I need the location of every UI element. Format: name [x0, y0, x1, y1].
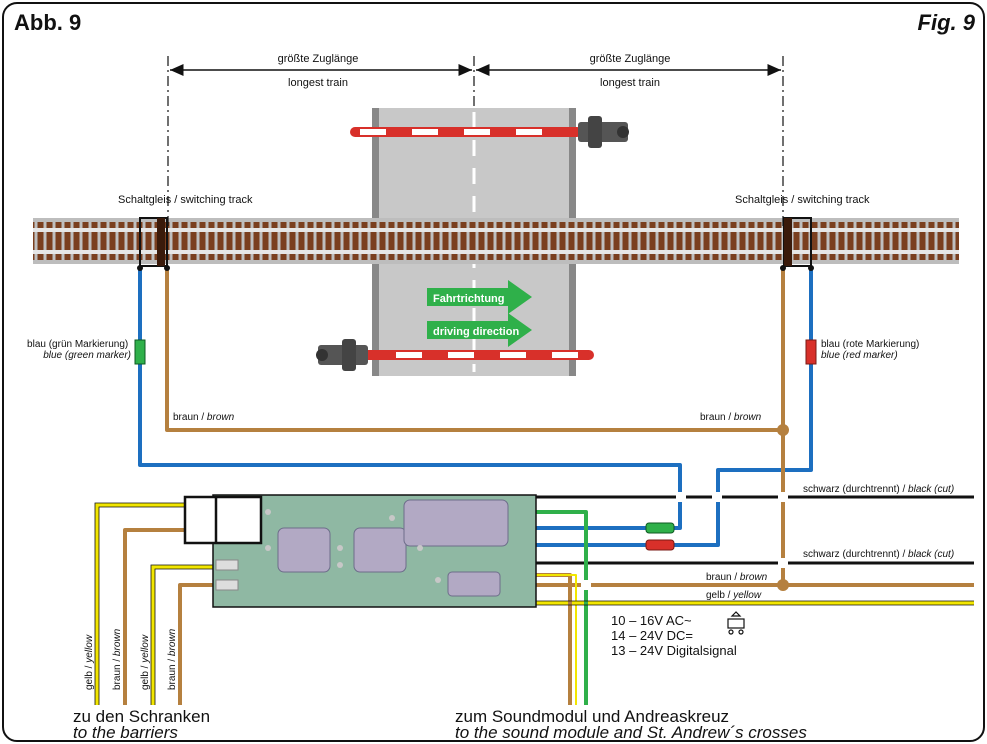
green-marker	[134, 339, 146, 365]
switching-track-left-segment	[157, 218, 165, 266]
vlabel-yellow-2: gelb / yellow	[140, 634, 151, 690]
track-contact-right-brown	[780, 265, 786, 271]
switching-track-left-marker	[139, 217, 168, 267]
power-ac: 10 – 16V AC~	[611, 613, 692, 628]
switching-track-right-label: Schaltgleis / switching track	[735, 194, 870, 206]
wire-brown-barrier-2	[178, 583, 215, 705]
power-digital: 13 – 24V Digitalsignal	[611, 643, 737, 658]
direction-arrow-de	[427, 280, 532, 314]
connector-red	[645, 539, 675, 551]
label-blue-left: blau (grün Markierung) blue (green marke…	[27, 339, 131, 361]
train-length-right-en: longest train	[600, 77, 660, 89]
direction-label-en: driving direction	[433, 326, 519, 338]
wire-brown-left	[165, 268, 783, 432]
wire-yellow-barrier-1	[95, 503, 210, 705]
vlabel-brown-1: braun / brown	[112, 628, 123, 690]
label-brown-left: braun / brown	[173, 412, 235, 423]
red-marker	[805, 339, 817, 365]
label-blue-right: blau (rote Markierung) blue (red marker)	[821, 339, 922, 361]
vertical-wire-labels: gelb / yellow braun / brown gelb / yello…	[84, 628, 178, 690]
label-brown-right: braun / brown	[700, 412, 762, 423]
label-brown-bottom: braun / brown	[706, 572, 768, 583]
wire-blue-right	[650, 268, 813, 547]
track-contact-left-brown	[164, 265, 170, 271]
vlabel-yellow-1: gelb / yellow	[84, 634, 95, 690]
label-black-bottom: schwarz (durchtrennt) / black (cut)	[803, 549, 954, 560]
train-length-right-de: größte Zuglänge	[590, 53, 671, 65]
wire-yellow-barrier-2	[151, 565, 215, 705]
label-black-top: schwarz (durchtrennt) / black (cut)	[803, 484, 954, 495]
junction-brown-bottom	[777, 579, 789, 591]
barriers-en: to the barriers	[73, 723, 178, 742]
train-length-left-en: longest train	[288, 77, 348, 89]
junction-brown-top	[777, 424, 789, 436]
wire-green-sound	[536, 510, 588, 705]
power-dc: 14 – 24V DC=	[611, 628, 693, 643]
title-right: Fig. 9	[918, 10, 976, 35]
direction-arrow-en	[427, 313, 532, 347]
switching-track-left-label: Schaltgleis / switching track	[118, 194, 253, 206]
track-contact-left-blue	[137, 265, 143, 271]
track	[33, 218, 959, 264]
train-length-left-de: größte Zuglänge	[278, 53, 359, 65]
connector-green	[645, 522, 675, 534]
transformer-icon	[727, 611, 745, 635]
barriers-de: zu den Schranken	[73, 707, 210, 726]
wire-brown-barrier-1	[123, 528, 210, 705]
barrier-top	[350, 116, 629, 148]
label-yellow-bottom: gelb / yellow	[706, 590, 762, 601]
control-module	[183, 494, 537, 608]
yellow-wire-outlines	[94, 502, 974, 705]
sound-de: zum Soundmodul und Andreaskreuz	[455, 707, 729, 726]
switching-track-right-segment	[784, 218, 792, 266]
cut-marks	[581, 492, 788, 590]
sound-en: to the sound module and St. Andrew´s cro…	[455, 723, 807, 742]
track-contact-right-blue	[808, 265, 814, 271]
barrier-bottom	[316, 339, 594, 371]
direction-label-de: Fahrtrichtung	[433, 293, 505, 305]
title-left: Abb. 9	[14, 10, 81, 35]
vlabel-brown-2: braun / brown	[167, 628, 178, 690]
